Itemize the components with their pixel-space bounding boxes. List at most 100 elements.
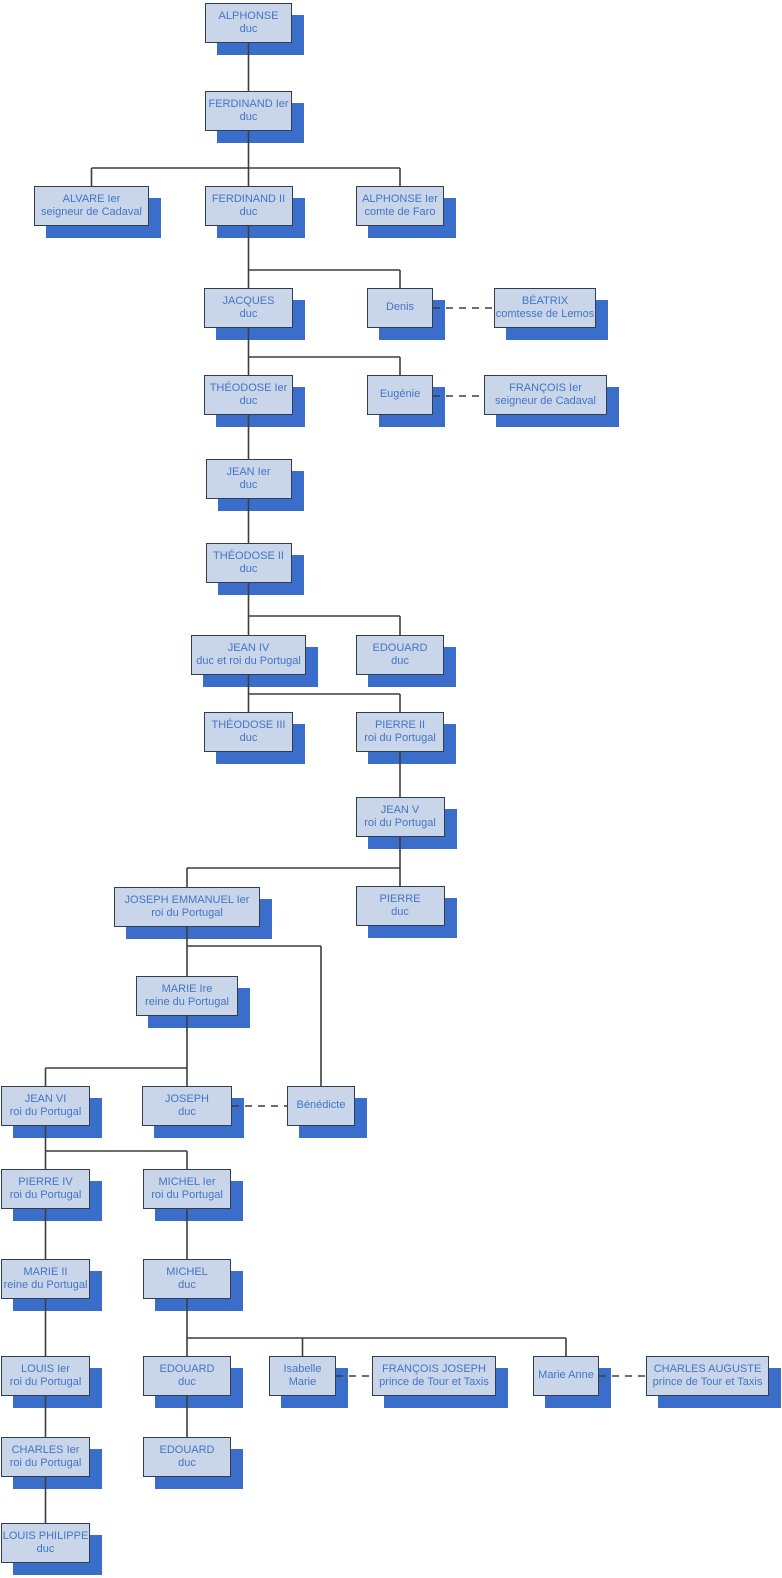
person-name: MARIE Ire bbox=[161, 982, 213, 995]
person-name: JEAN IV bbox=[227, 641, 270, 654]
person-title: duc bbox=[239, 479, 258, 491]
node-benedicte[interactable]: Bénédicte bbox=[287, 1086, 355, 1126]
person-name: FRANÇOIS JOSEPH bbox=[382, 1362, 486, 1375]
person-name: PIERRE II bbox=[374, 718, 426, 731]
person-title: reine du Portugal bbox=[145, 996, 229, 1008]
person-name: CHARLES AUGUSTE bbox=[653, 1362, 762, 1375]
person-title: roi du Portugal bbox=[364, 817, 436, 829]
person-name: MICHEL Ier bbox=[158, 1175, 216, 1188]
person-title: duc bbox=[178, 1106, 196, 1118]
person-title: roi du Portugal bbox=[9, 1376, 82, 1388]
person-name: Denis bbox=[385, 301, 415, 314]
person-name: EDOUARD bbox=[372, 641, 428, 654]
person-name: JEAN Ier bbox=[226, 465, 271, 478]
person-title: duc bbox=[239, 111, 258, 123]
person-title: duc bbox=[239, 23, 258, 35]
person-title: duc bbox=[239, 206, 258, 218]
person-title: duc et roi du Portugal bbox=[196, 655, 301, 667]
person-name: THÉODOSE III bbox=[211, 718, 286, 731]
person-title: Marie bbox=[288, 1376, 317, 1388]
person-title: reine du Portugal bbox=[3, 1279, 88, 1291]
person-name: FERDINAND Ier bbox=[208, 97, 289, 110]
person-name: MICHEL bbox=[166, 1265, 208, 1278]
person-name: THÉODOSE II bbox=[213, 549, 284, 562]
person-title: seigneur de Cadaval bbox=[41, 206, 142, 218]
person-title: duc bbox=[178, 1457, 196, 1469]
person-name: Bénédicte bbox=[296, 1099, 346, 1112]
person-title: duc bbox=[239, 732, 258, 744]
person-title: duc bbox=[178, 1279, 196, 1291]
person-name: LOUIS Ier bbox=[21, 1362, 70, 1375]
person-title: duc bbox=[391, 655, 409, 667]
person-name: ALPHONSE bbox=[218, 9, 279, 22]
person-name: JACQUES bbox=[222, 294, 275, 307]
person-name: EDOUARD bbox=[159, 1362, 215, 1375]
person-title: roi du Portugal bbox=[9, 1457, 82, 1469]
person-name: Marie Anne bbox=[538, 1369, 594, 1382]
person-name: JOSEPH bbox=[164, 1092, 209, 1105]
person-title: roi du Portugal bbox=[151, 907, 223, 919]
person-title: roi du Portugal bbox=[151, 1189, 223, 1201]
person-name: EDOUARD bbox=[159, 1443, 215, 1456]
person-name: MARIE II bbox=[23, 1265, 68, 1278]
person-name: JOSEPH EMMANUEL Ier bbox=[124, 893, 250, 906]
node-eugenie[interactable]: Eugénie bbox=[367, 375, 433, 415]
person-title: duc bbox=[391, 906, 409, 918]
node-marie-anne[interactable]: Marie Anne bbox=[533, 1356, 599, 1396]
person-name: Eugénie bbox=[379, 388, 421, 401]
person-title: duc bbox=[36, 1543, 55, 1555]
person-name: ALPHONSE Ier bbox=[362, 192, 438, 205]
node-denis[interactable]: Denis bbox=[367, 288, 433, 328]
person-title: roi du Portugal bbox=[9, 1189, 82, 1201]
person-name: Isabelle bbox=[283, 1362, 322, 1375]
person-title: prince de Tour et Taxis bbox=[652, 1376, 763, 1388]
person-name: THÉODOSE Ier bbox=[209, 381, 288, 394]
person-name: JEAN VI bbox=[24, 1092, 67, 1105]
person-title: comte de Faro bbox=[364, 206, 436, 218]
person-name: CHARLES Ier bbox=[11, 1443, 80, 1456]
person-name: FRANÇOIS Ier bbox=[509, 381, 582, 394]
person-title: roi du Portugal bbox=[364, 732, 436, 744]
person-title: duc bbox=[178, 1376, 196, 1388]
person-name: JEAN V bbox=[380, 803, 420, 816]
person-title: roi du Portugal bbox=[9, 1106, 82, 1118]
person-name: BÉATRIX bbox=[521, 294, 569, 307]
person-title: comtesse de Lemos bbox=[495, 308, 595, 320]
